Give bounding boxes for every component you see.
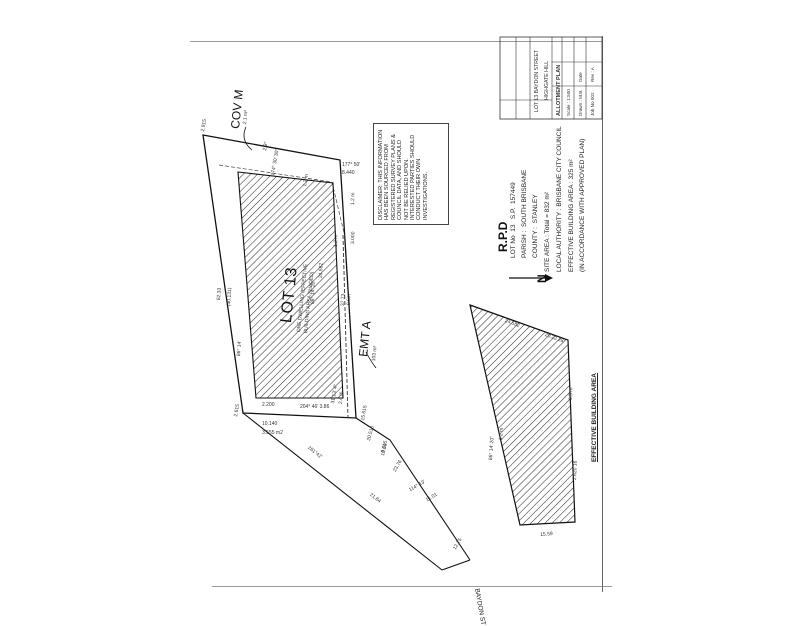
emt-leader xyxy=(365,351,377,369)
dim-bottom-bearing: 204° 46' 3.86 xyxy=(300,404,330,410)
dim-left-a: 82.33 xyxy=(216,287,223,301)
frame-top-line xyxy=(190,41,602,42)
rpd-heading: R.P.D xyxy=(496,221,510,252)
dim-right-top-a: 177° 50' xyxy=(342,162,361,168)
rpd-county: STANLEY xyxy=(532,194,539,224)
dim-right-side-a: 9.5m xyxy=(346,293,353,306)
dim-right-mid-b: 1.2 m xyxy=(350,192,357,206)
rpd-lot-no: 13 xyxy=(510,224,517,232)
eba-dim-d: 1.2 m xyxy=(498,427,505,441)
eba-title: EFFECTIVE BUILDING AREA xyxy=(591,373,598,462)
rpd-site-area: SITE AREA : Total = 832 m² xyxy=(544,192,551,272)
rpd-effective-area: EFFECTIVE BUILDING AREA : 325 m² xyxy=(568,159,575,272)
dim-inner-c: 1.2 m xyxy=(333,234,340,248)
building-area-shaded xyxy=(237,171,344,399)
rpd-sp-label: S.P. xyxy=(510,207,517,220)
rpd-local-authority: LOCAL AUTHORITY : BRISBANE CITY COUNCIL xyxy=(556,126,563,272)
effective-building-area-shape xyxy=(469,304,576,526)
allotment-plan-sheet: LOT 13 ONE DWELLING (EFFECTIVE BUILDING … xyxy=(190,36,612,626)
rpd-lot-line: LOT No 13 S.P. 157449 xyxy=(510,182,517,258)
frame-right-line xyxy=(602,36,603,592)
rpd-county-line: COUNTY : STANLEY xyxy=(532,194,539,258)
rpd-sp: 157449 xyxy=(510,182,517,204)
tb-sheet: Job No 002 xyxy=(590,92,595,117)
eba-dim-g: 15.59 xyxy=(540,531,553,538)
rpd-effective-note: (IN ACCORDANCE WITH APPROVED PLAN) xyxy=(579,138,586,272)
rpd-lot-no-label: LOT No xyxy=(510,235,517,258)
dim-right-side-b: 37.73 xyxy=(340,293,347,307)
north-label: N xyxy=(535,274,549,283)
rpd-county-label: COUNTY : xyxy=(532,227,539,258)
dim-bottom-c: 3.555 m2 xyxy=(262,430,283,436)
tb-suburb: HIGHGATE HILL xyxy=(544,60,550,100)
dim-inner-e: 2.4 m xyxy=(338,391,345,405)
frame-bottom-line xyxy=(212,586,612,587)
tb-scale: Scale : 1:500 xyxy=(566,89,571,116)
tb-drawn: Drawn : M.B. xyxy=(578,89,583,116)
north-arrow-head xyxy=(545,274,553,282)
setback-line xyxy=(218,164,346,238)
title-block-frame xyxy=(499,36,603,120)
tb-rev: Rev : A xyxy=(590,67,595,82)
disclaimer-box: Disclaimer: this information has been so… xyxy=(373,123,449,225)
disclaimer-text: Disclaimer: this information has been so… xyxy=(378,129,429,220)
rpd-parish: SOUTH BRISBANE xyxy=(521,169,528,228)
dim-inner-d: 2.200 xyxy=(262,402,275,408)
tb-date: Date xyxy=(578,72,583,82)
tb-project: LOT 13 BAYDON STREET xyxy=(534,49,540,112)
plan-drawing xyxy=(202,36,603,571)
rpd-parish-label: PARISH : xyxy=(521,230,528,258)
tb-title: ALLOTMENT PLAN xyxy=(556,64,562,116)
eba-dim-e: 9.5 m xyxy=(568,387,575,401)
street-frontage xyxy=(441,559,471,571)
dim-left-bearing: 86° 14' xyxy=(236,340,244,357)
access-strip-left xyxy=(242,412,443,571)
dim-bottom-b: 10.140 xyxy=(262,421,278,427)
easement-line xyxy=(342,234,349,419)
access-strip-right xyxy=(355,417,471,561)
dim-right-mid-a: 3.000 xyxy=(350,231,357,245)
dim-inner-a: 86° 14' 20" xyxy=(310,279,317,305)
eba-dim-f: 2.620 16 xyxy=(572,460,579,481)
rpd-parish-line: PARISH : SOUTH BRISBANE xyxy=(521,170,528,258)
dim-inner-b: 24.582 xyxy=(318,262,325,279)
cov-leader xyxy=(243,126,253,151)
dim-right-top-b: 8.440 xyxy=(342,170,355,176)
